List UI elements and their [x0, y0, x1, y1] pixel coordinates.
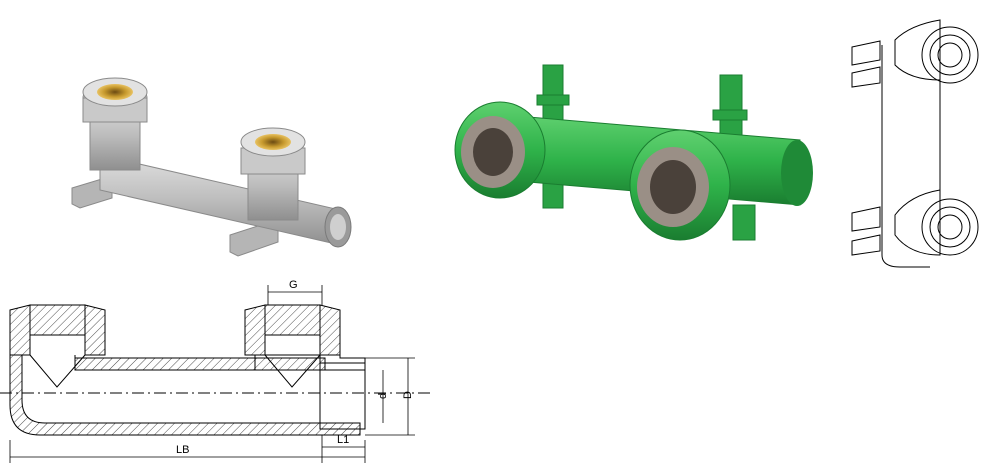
dim-g: G — [289, 279, 298, 291]
cross-section-drawing: G LB L1 d D — [0, 279, 430, 463]
dim-d: d — [377, 393, 389, 399]
dim-lb: LB — [176, 444, 189, 456]
green-wall-plate-fitting-image — [454, 64, 813, 241]
dim-big-d: D — [402, 391, 414, 399]
gray-wall-plate-fitting-image — [71, 77, 352, 257]
dim-l1: L1 — [337, 434, 349, 446]
outline-fitting-sketch — [851, 19, 979, 268]
